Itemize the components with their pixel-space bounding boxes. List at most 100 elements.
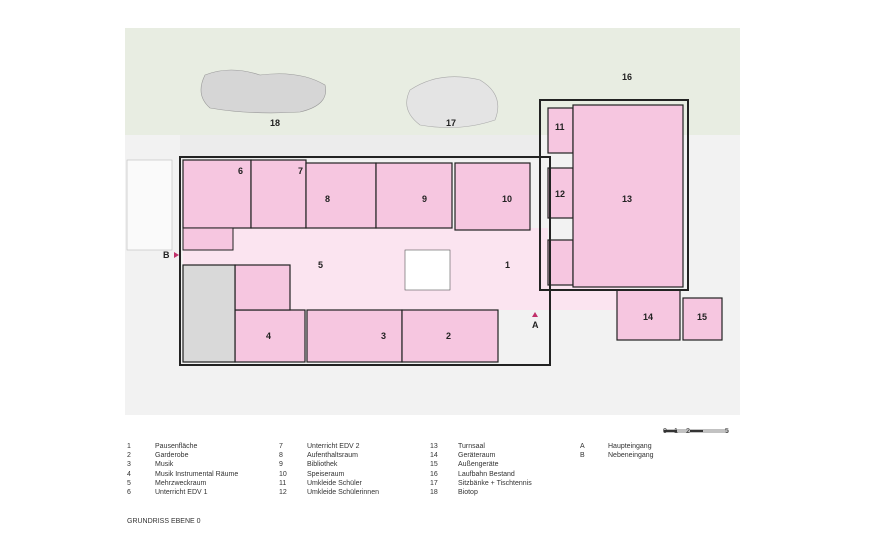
legend-text: Aufenthaltsraum — [307, 452, 358, 460]
legend-text: Unterricht EDV 1 — [155, 489, 208, 497]
legend-number: 6 — [127, 489, 131, 497]
terrace — [180, 135, 540, 160]
legend-text: Speiseraum — [307, 470, 345, 478]
legend-text: Turnsaal — [458, 443, 485, 450]
legend-number: 8 — [279, 452, 283, 460]
room-label: 16 — [622, 72, 632, 82]
legend-text: Musik Instrumental Räume — [155, 470, 239, 478]
legend-number: 11 — [279, 479, 287, 487]
legend-number: 18 — [430, 489, 438, 497]
legend-item: 3 Musik — [127, 460, 277, 469]
legend-number: 16 — [430, 470, 438, 478]
legend-number: 13 — [430, 443, 438, 450]
scale-tick: 1 — [674, 428, 678, 435]
legend-text: Biotop — [458, 489, 478, 497]
room-label: 5 — [318, 260, 323, 270]
legend-number: 10 — [279, 470, 287, 478]
legend-item: 13 Turnsaal — [430, 442, 580, 451]
room-label: 15 — [697, 312, 707, 322]
room-labels: 1 2 3 4 5 6 7 8 9 10 11 12 13 14 15 16 1… — [163, 72, 707, 341]
entrance-marker-icon — [532, 312, 538, 317]
entrance-marker-icon — [174, 252, 179, 258]
legend-number: 15 — [430, 461, 438, 469]
legend-text: Unterricht EDV 2 — [307, 443, 360, 450]
legend-item: 2 Garderobe — [127, 451, 277, 460]
legend-number: 14 — [430, 452, 438, 460]
bike-shelter — [126, 159, 173, 251]
legend-text: Mehrzweckraum — [155, 479, 207, 487]
legend-item: 15 Außengeräte — [430, 460, 580, 469]
legend-item: 14 Geräteraum — [430, 451, 580, 460]
room-label: 13 — [622, 194, 632, 204]
room-label: 18 — [270, 118, 280, 128]
legend-item: 5 Mehrzweckraum — [127, 479, 277, 488]
legend-text: Haupteingang — [608, 443, 652, 450]
legend-number: 1 — [127, 443, 131, 450]
entrance-label: B — [163, 250, 170, 260]
room-label: 8 — [325, 194, 330, 204]
legend-column: 1 Pausenfläche 2 Garderobe 3 Musik 4 Musik Inst… — [127, 442, 277, 497]
legend-number: 5 — [127, 479, 131, 487]
school-outline — [179, 156, 551, 366]
scale-tick: 5 — [725, 428, 729, 435]
room-label: 4 — [266, 331, 271, 341]
room-label: 6 — [238, 166, 243, 176]
legend-text: Garderobe — [155, 452, 189, 460]
legend-text: Sitzbänke + Tischtennis — [458, 479, 532, 487]
legend-item: 1 Pausenfläche — [127, 442, 277, 451]
seating-area — [406, 76, 499, 128]
legend-number: 4 — [127, 470, 131, 478]
room-label: 2 — [446, 331, 451, 341]
room-label: 10 — [502, 194, 512, 204]
legend-item: 18 Biotop — [430, 488, 580, 497]
legend-number: A — [580, 443, 585, 450]
rooms — [182, 104, 723, 363]
legend-number: 3 — [127, 461, 131, 469]
room-label: 14 — [643, 312, 653, 322]
legend-number: 2 — [127, 452, 131, 460]
legend-item: 17 Sitzbänke + Tischtennis — [430, 479, 580, 488]
legend-text: Laufbahn Bestand — [458, 470, 515, 478]
legend-text: Außengeräte — [458, 461, 499, 469]
scale-tick: 0 — [663, 428, 667, 435]
legend-column: 7 Unterricht EDV 2 8 Aufenthaltsraum 9 Biblio… — [279, 442, 429, 497]
legend-item: 11 Umkleide Schüler — [279, 479, 429, 488]
legend-number: 17 — [430, 479, 438, 487]
legend-number: 7 — [279, 443, 283, 450]
room-label: 11 — [555, 122, 565, 132]
legend-text: Musik — [155, 461, 174, 469]
legend-item: 8 Aufenthaltsraum — [279, 451, 429, 460]
entrance-label: A — [532, 320, 539, 330]
legend-item: 4 Musik Instrumental Räume — [127, 470, 277, 479]
legend-number: B — [580, 452, 585, 460]
room-label: 12 — [555, 189, 565, 199]
service-rooms — [182, 264, 236, 363]
legend-number: 12 — [279, 489, 287, 497]
plan-title: GRUNDRISS EBENE 0 — [127, 518, 201, 525]
scale-bar — [663, 429, 729, 433]
scale-tick: 2 — [686, 428, 690, 435]
room-label: 7 — [298, 166, 303, 176]
stairs — [404, 249, 451, 291]
room-label: 9 — [422, 194, 427, 204]
legend-item: 6 Unterricht EDV 1 — [127, 488, 277, 497]
legend-item: 9 Bibliothek — [279, 460, 429, 469]
room-label: 1 — [505, 260, 510, 270]
small-room — [182, 227, 234, 251]
legend-item: 10 Speiseraum — [279, 470, 429, 479]
room-label: 3 — [381, 331, 386, 341]
legend-text: Umkleide Schüler — [307, 479, 362, 487]
legend-number: 9 — [279, 461, 283, 469]
legend-text: Geräteraum — [458, 452, 496, 460]
legend-text: Bibliothek — [307, 461, 338, 469]
biotop-area — [200, 69, 327, 114]
legend-column: 13 Turnsaal 14 Geräteraum 15 Außengeräte 16 Lau… — [430, 442, 580, 497]
legend-text: Pausenfläche — [155, 443, 198, 450]
gym-outline — [539, 99, 689, 291]
legend-item: A Haupteingang — [580, 442, 730, 451]
room-label: 17 — [446, 118, 456, 128]
